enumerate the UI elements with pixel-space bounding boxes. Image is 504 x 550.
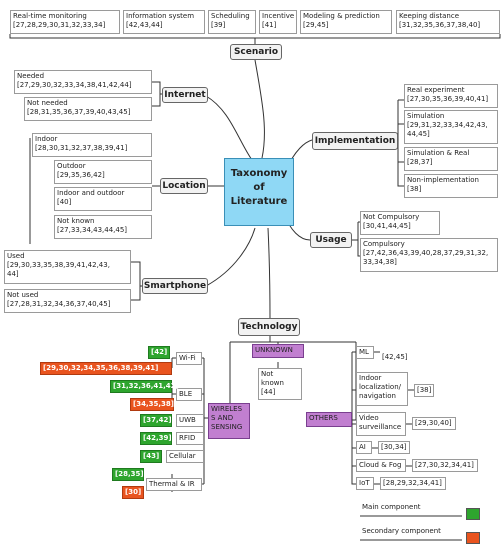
scenario-modeling-prediction: Modeling & prediction [29,45] bbox=[300, 10, 392, 34]
ble-secondary-refs: [34,35,38] bbox=[130, 398, 174, 411]
scenario-keeping-distance: Keeping distance [31,32,35,36,37,38,40] bbox=[396, 10, 500, 34]
technology-unknown: UNKNOWN bbox=[252, 344, 304, 358]
other-iot-refs: [28,29,32,34,41] bbox=[380, 477, 446, 490]
cellular-main-refs: [43] bbox=[140, 450, 162, 463]
other-ml-refs: [42,45] bbox=[380, 352, 416, 365]
smartphone-category: Smartphone bbox=[142, 278, 208, 294]
other-indoor-localization-refs: [38] bbox=[414, 384, 434, 397]
location-indoor-and-outdoor: Indoor and outdoor [40] bbox=[54, 187, 152, 211]
scenario-incentive: Incentive [41] bbox=[259, 10, 297, 34]
thermal-main-refs: [28,35] bbox=[112, 468, 144, 481]
uwb-main-refs: [37,42] bbox=[140, 414, 172, 427]
implementation-non-implementation: Non-implementation [38] bbox=[404, 174, 498, 198]
implementation-simulation-real: Simulation & Real [28,37] bbox=[404, 147, 498, 171]
scenario-category: Scenario bbox=[230, 44, 282, 60]
other-ml: ML bbox=[356, 346, 374, 359]
wifi-secondary-refs: [29,30,32,34,35,36,38,39,41] bbox=[40, 362, 172, 375]
implementation-real-experiment: Real experiment [27,30,35,36,39,40,41] bbox=[404, 84, 498, 108]
internet-not-needed: Not needed [28,31,35,36,37,39,40,43,45] bbox=[24, 97, 152, 121]
taxonomy-center-node: Taxonomy of Literature bbox=[224, 158, 294, 226]
legend-main-label: Main component bbox=[362, 503, 421, 511]
scenario-real-time-monitoring: Real-time monitoring [27,28,29,30,31,32,… bbox=[10, 10, 120, 34]
thermal-secondary-refs: [30] bbox=[122, 486, 144, 499]
tech-thermal-ir: Thermal & IR bbox=[146, 478, 202, 491]
usage-not-compulsory: Not Compulsory [30,41,44,45] bbox=[360, 211, 440, 235]
smartphone-not-used: Not used [27,28,31,32,34,36,37,40,45] bbox=[4, 289, 131, 313]
technology-not-known: Not known [44] bbox=[258, 368, 302, 400]
other-cloud-fog: Cloud & Fog bbox=[356, 459, 406, 472]
scenario-scheduling: Scheduling [39] bbox=[208, 10, 256, 34]
location-outdoor: Outdoor [29,35,36,42] bbox=[54, 160, 152, 184]
ble-main-refs: [31,32,36,41,42] bbox=[110, 380, 179, 393]
technology-others: OTHERS bbox=[306, 412, 352, 427]
legend-main-swatch bbox=[466, 508, 480, 520]
wifi-main-refs: [42] bbox=[148, 346, 170, 359]
internet-needed: Needed [27,29,30,32,33,34,38,41,42,44] bbox=[14, 70, 152, 94]
location-category: Location bbox=[160, 178, 208, 194]
tech-wifi: Wi-Fi bbox=[176, 352, 202, 365]
other-cloud-fog-refs: [27,30,32,34,41] bbox=[412, 459, 478, 472]
implementation-category: Implementation bbox=[312, 132, 398, 150]
tech-ble: BLE bbox=[176, 388, 202, 401]
internet-category: Internet bbox=[162, 87, 208, 103]
technology-category: Technology bbox=[238, 318, 300, 336]
usage-compulsory: Compulsory [27,42,36,43,39,40,28,37,29,3… bbox=[360, 238, 498, 272]
other-video-surveillance: Video surveillance bbox=[356, 412, 406, 436]
location-indoor: Indoor [28,30,31,32,37,38,39,41] bbox=[32, 133, 152, 157]
other-ai-refs: [30,34] bbox=[378, 441, 410, 454]
rfid-main-refs: [42,39] bbox=[140, 432, 172, 445]
scenario-information-system: Information system [42,43,44] bbox=[123, 10, 205, 34]
other-iot: IoT bbox=[356, 477, 374, 490]
usage-category: Usage bbox=[310, 232, 352, 248]
tech-cellular: Cellular bbox=[166, 450, 204, 463]
other-ai: AI bbox=[356, 441, 372, 454]
other-indoor-localization: Indoor localization/ navigation bbox=[356, 372, 408, 406]
legend-secondary-label: Secondary component bbox=[362, 527, 441, 535]
other-video-surveillance-refs: [29,30,40] bbox=[412, 417, 456, 430]
tech-rfid: RFID bbox=[176, 432, 204, 445]
implementation-simulation: Simulation [29,31,32,33,34,42,43, 44,45] bbox=[404, 110, 498, 144]
technology-wireless-and-sensing: WIRELES S AND SENSING bbox=[208, 403, 250, 439]
tech-uwb: UWB bbox=[176, 414, 204, 427]
legend-secondary-swatch bbox=[466, 532, 480, 544]
location-not-known: Not known [27,33,34,43,44,45] bbox=[54, 215, 152, 239]
smartphone-used: Used [29,30,33,35,38,39,41,42,43, 44] bbox=[4, 250, 131, 284]
